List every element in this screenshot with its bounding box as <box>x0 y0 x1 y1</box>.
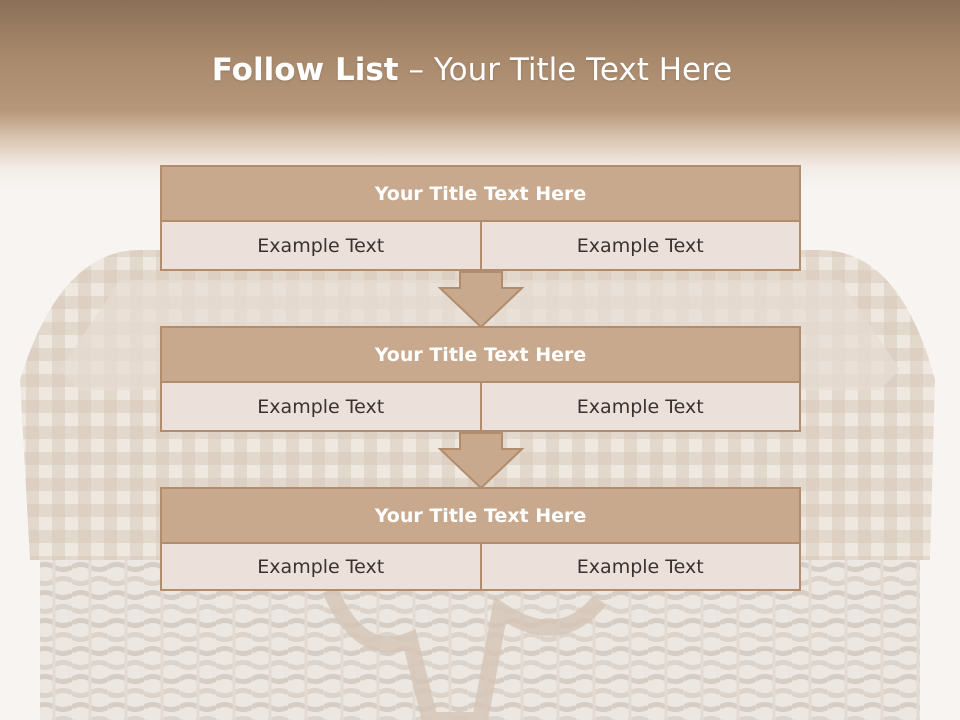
down-arrow-icon <box>438 271 524 329</box>
slide-title: Follow List – Your Title Text Here <box>0 52 944 88</box>
step-title: Your Title Text Here <box>160 326 801 383</box>
down-arrow-icon <box>438 432 524 490</box>
step-right-text: Example Text <box>481 383 801 432</box>
step-block-1: Your Title Text Here Example Text Exampl… <box>160 165 801 271</box>
step-left-text: Example Text <box>160 222 482 271</box>
step-left-text: Example Text <box>160 544 482 591</box>
step-block-3: Your Title Text Here Example Text Exampl… <box>160 487 801 591</box>
header-band <box>0 0 960 190</box>
step-title: Your Title Text Here <box>160 165 801 222</box>
slide-title-bold: Follow List <box>211 52 399 88</box>
slide-title-rest: – Your Title Text Here <box>398 52 733 88</box>
step-title: Your Title Text Here <box>160 487 801 544</box>
step-right-text: Example Text <box>481 544 801 591</box>
step-right-text: Example Text <box>481 222 801 271</box>
step-block-2: Your Title Text Here Example Text Exampl… <box>160 326 801 432</box>
step-left-text: Example Text <box>160 383 482 432</box>
